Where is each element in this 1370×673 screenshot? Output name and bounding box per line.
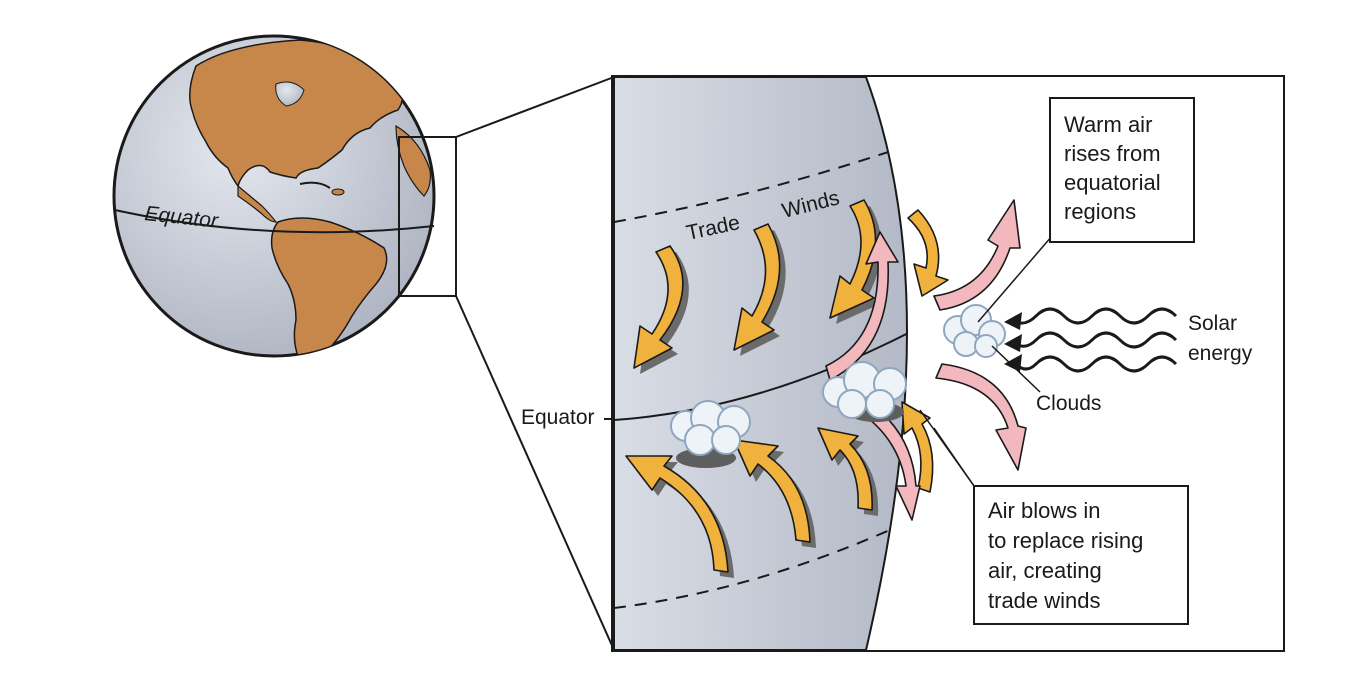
connector-bottom — [455, 295, 615, 651]
trade-wind-arrow — [829, 199, 882, 324]
cloud — [670, 400, 751, 468]
rising-air-arrow — [935, 363, 1027, 471]
northern-trade-wind-arrows — [633, 199, 949, 374]
air-blows-line4: trade winds — [988, 588, 1101, 613]
warm-air-line3: equatorial — [1064, 170, 1161, 195]
trade-wind-arrow — [907, 209, 949, 297]
southern-trade-wind-arrows — [625, 401, 934, 578]
cloud — [943, 304, 1006, 358]
warm-air-leader-line — [977, 235, 1053, 323]
air-blows-line2: to replace rising — [988, 528, 1143, 553]
solar-label-line2: energy — [1188, 342, 1253, 365]
zoom-equator-label: Equator — [521, 406, 595, 429]
trade-wind-arrow — [733, 223, 786, 356]
rising-air-arrow — [825, 231, 899, 381]
solar-energy-arrows — [1014, 307, 1178, 373]
clouds-label: Clouds — [1036, 392, 1101, 415]
air-blows-callout: Air blows in to replace rising air, crea… — [973, 485, 1189, 625]
trade-wind-arrow — [625, 455, 734, 578]
air-blows-line3: air, creating — [988, 558, 1102, 583]
air-blows-leader-2 — [933, 427, 975, 487]
zoom-equator-line — [614, 329, 907, 421]
warm-air-line1: Warm air — [1064, 112, 1152, 137]
rising-air-arrow — [933, 199, 1021, 311]
connector-top — [455, 76, 615, 138]
trade-wind-arrow — [733, 439, 816, 548]
warm-air-callout: Warm air rises from equatorial regions — [1049, 97, 1195, 243]
warm-air-line2: rises from — [1064, 141, 1161, 166]
solar-label-line1: Solar — [1188, 312, 1237, 335]
clouds-leader-line — [991, 345, 1041, 393]
trade-wind-arrow — [901, 401, 934, 493]
warm-air-line4: regions — [1064, 199, 1136, 224]
rising-air-arrows — [825, 199, 1027, 521]
zoom-panel: Equator Trade Winds — [521, 75, 1285, 652]
air-blows-line1: Air blows in — [988, 498, 1100, 523]
globe: Equator — [112, 34, 457, 358]
trade-wind-arrow — [633, 245, 689, 374]
cloud — [822, 361, 907, 422]
zoom-selection-box — [398, 136, 457, 297]
trade-wind-arrow — [817, 427, 879, 516]
